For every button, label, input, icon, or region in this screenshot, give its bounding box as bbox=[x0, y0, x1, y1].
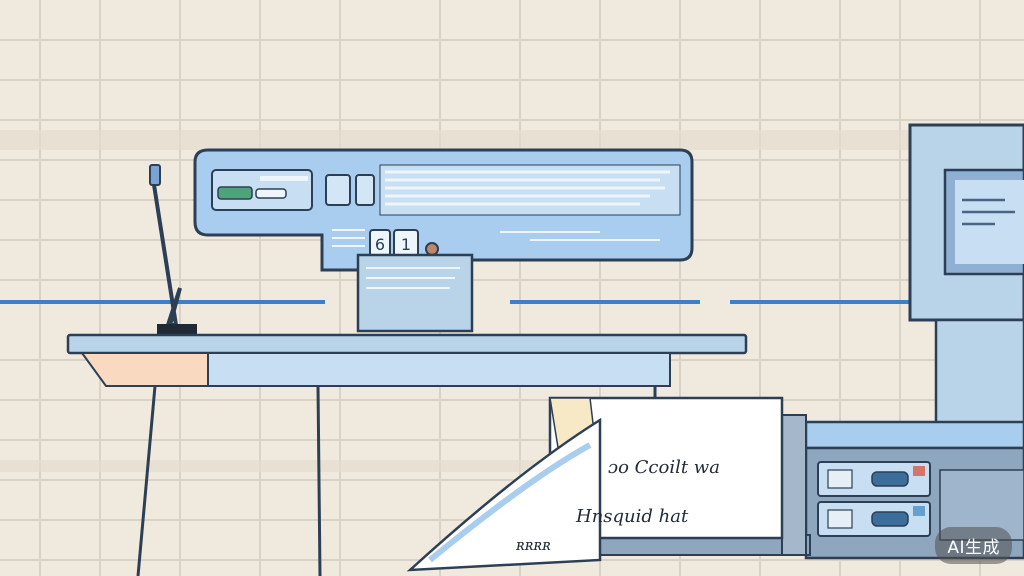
ai-generated-badge: AI生成 bbox=[935, 527, 1012, 564]
desk bbox=[66, 333, 748, 576]
display-digit-left: 6 bbox=[375, 235, 385, 254]
paper-text-line-2: Hnsquid hat bbox=[575, 506, 689, 527]
paper-sheet bbox=[406, 396, 784, 572]
stand-pole bbox=[149, 164, 197, 336]
control-panel bbox=[193, 148, 694, 272]
display-digit-right: 1 bbox=[401, 235, 411, 254]
right-machine bbox=[804, 123, 1024, 560]
paper-text-line-1: ɔo Ccoilt wa bbox=[608, 457, 720, 478]
panel-stem bbox=[356, 253, 474, 333]
paper-text-line-3: ʀʀʀʀ bbox=[515, 536, 551, 554]
